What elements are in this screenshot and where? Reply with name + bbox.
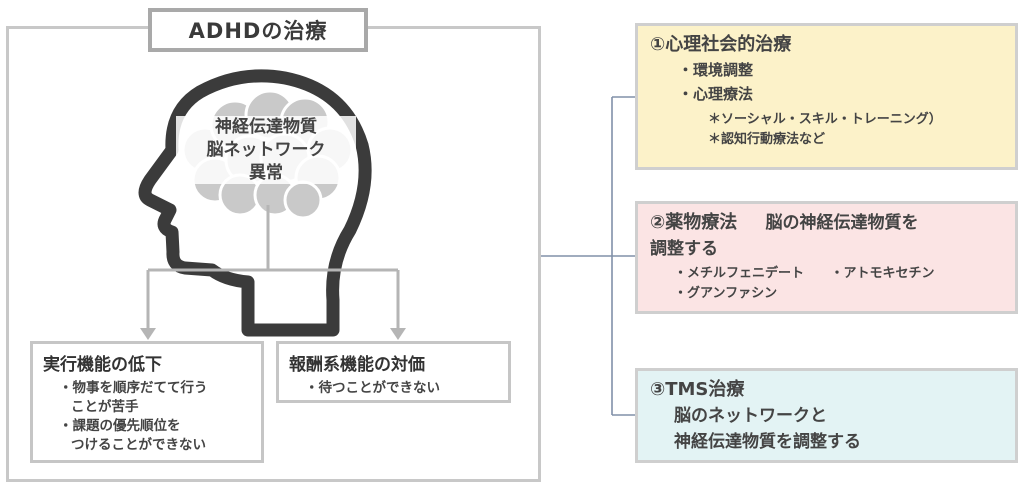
treatment-item: ・環境調整 [678,61,754,79]
treatment-title: ①心理社会的治療 [650,34,792,55]
drug-name: ・メチルフェニデート [674,266,805,281]
arrow-left-head [140,328,156,340]
executive-function-line: ・課題の優先順位を [59,418,181,434]
treatment-tms-box: ③TMS治療 脳のネットワークと 神経伝達物質を調整する [635,368,1018,463]
flow-arrows [146,205,400,330]
treatment-note: ＊ソーシャル・スキル・トレーニング） [708,112,942,127]
drug-row: ・メチルフェニデート ・アトモキセチン [650,264,1003,284]
treatment-title: ②薬物療法 [650,212,738,233]
executive-function-line: つけることができない [71,437,206,453]
brain-label-line: 脳ネットワーク [206,140,326,160]
executive-function-line: ことが苦手 [71,399,139,415]
reward-system-line: ・待つことができない [305,380,440,396]
executive-function-box: 実行機能の低下 ・物事を順序だてて行う ことが苦手 ・課題の優先順位を つけるこ… [30,341,264,463]
reward-system-title: 報酬系機能の対価 [289,355,425,375]
treatment-title-row: ②薬物療法 脳の神経伝達物質を [650,210,1003,236]
drug-name: ・アトモキセチン [830,266,935,281]
treatment-line: 脳のネットワークと [674,406,827,426]
treatment-note: ＊認知行動療法など [708,132,826,147]
executive-function-line: ・物事を順序だてて行う [59,380,208,396]
brain-label-line: 異常 [249,163,283,183]
treatment-title: ③TMS治療 [650,379,745,400]
arrow-right-head [390,328,406,340]
brain-label-line: 神経伝達物質 [215,117,317,137]
treatment-subtitle: 脳の神経伝達物質を [765,213,919,233]
treatment-line: 神経伝達物質を調整する [674,432,861,452]
executive-function-title: 実行機能の低下 [43,355,162,375]
treatment-psychosocial-box: ①心理社会的治療 ・環境調整 ・心理療法 ＊ソーシャル・スキル・トレーニング） … [635,23,1018,170]
treatment-item: ・心理療法 [678,85,754,103]
connector-lines [541,96,635,416]
diagram-title: ADHDの治療 [148,8,368,52]
brain-label: 神経伝達物質 脳ネットワーク 異常 [176,116,356,184]
reward-system-box: 報酬系機能の対価 ・待つことができない [276,341,511,403]
drug-name: ・グアンファシン [674,286,778,301]
treatment-medication-box: ②薬物療法 脳の神経伝達物質を 調整する ・メチルフェニデート ・アトモキセチン… [635,201,1018,314]
treatment-subtitle: 調整する [650,239,718,259]
